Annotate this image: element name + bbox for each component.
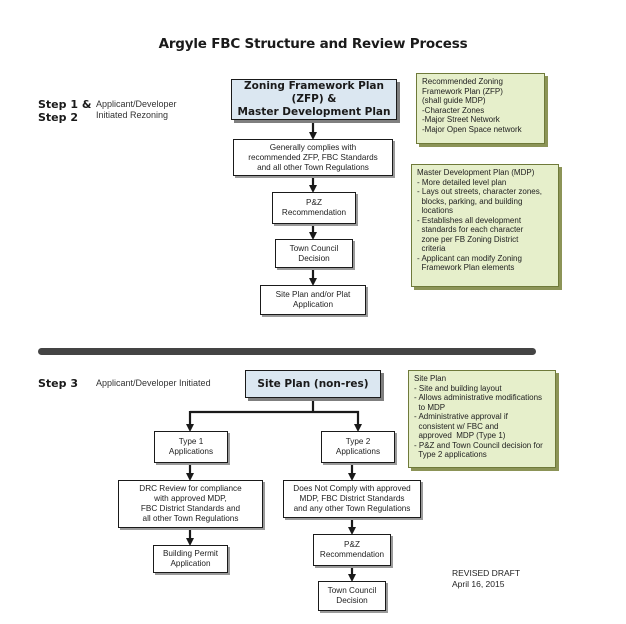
pz-recommendation-box-2: P&Z Recommendation: [313, 534, 391, 566]
note-line: criteria: [417, 244, 446, 253]
initiator-line: Applicant/Developer: [96, 99, 177, 109]
note-line: to MDP: [414, 402, 446, 412]
box-line: Applications: [168, 447, 214, 456]
type2-box: Type 2 Applications: [321, 431, 395, 463]
note-line: - Allows administrative modifications: [414, 393, 543, 402]
note-line: -Major Open Space network: [422, 124, 522, 134]
note-line: -Character Zones: [422, 105, 485, 115]
box-line: Site Plan and/or Plat: [275, 290, 351, 299]
box-line: Application: [292, 300, 334, 309]
box-line: Recommendation: [319, 550, 385, 559]
not-comply-box: Does Not Comply with approved MDP, FBC D…: [283, 480, 421, 518]
note-line: zone per FB Zoning District: [417, 234, 519, 244]
note-mdp-heading: Master Development Plan (MDP): [417, 168, 535, 177]
zfp-mdp-box: Zoning Framework Plan (ZFP) & Master Dev…: [231, 79, 397, 120]
building-permit-box: Building Permit Application: [153, 545, 228, 573]
note-line: Framework Plan elements: [417, 263, 515, 272]
initiator-line: Initiated Rezoning: [96, 110, 169, 120]
note-line: - P&Z and Town Council decision for: [414, 440, 543, 450]
box-line: Building Permit: [162, 549, 219, 558]
note-line: standards for each character: [417, 225, 524, 234]
box-line: Town Council: [327, 586, 377, 595]
note-line: - Establishes all development: [417, 215, 522, 225]
revised-line: REVISED DRAFT: [452, 568, 521, 578]
box-line: Application: [170, 559, 211, 568]
step-1-2-label: Step 1 & Step 2: [38, 98, 91, 124]
note-siteplan-list: - Site and building layout- Allows admin…: [414, 384, 550, 460]
box-line: P&Z: [344, 540, 360, 549]
box-line: Does Not Comply with approved: [293, 484, 411, 493]
box-line: Decision: [298, 253, 330, 263]
step-label-line: Step 1 &: [38, 98, 92, 111]
box-line: and any other Town Regulations: [293, 504, 411, 513]
box-line: with approved MDP,: [154, 494, 227, 503]
note-line: - Applicant can modify Zoning: [417, 253, 522, 263]
siteplan-nonres-box: Site Plan (non-res): [245, 370, 381, 398]
note-line: (shall guide MDP): [422, 96, 486, 105]
box-line: P&Z: [306, 198, 322, 207]
complies-box: Generally complies with recommended ZFP,…: [233, 139, 393, 176]
initiator-step3: Applicant/Developer Initiated: [96, 378, 211, 388]
box-line: Type 2: [345, 437, 371, 446]
note-line: approved MDP (Type 1): [414, 431, 506, 440]
box-line: Applications: [335, 447, 381, 456]
note-line: - Administrative approval if: [414, 412, 508, 421]
box-line: MDP, FBC District Standards: [299, 494, 405, 503]
box-line: and all other Town Regulations: [257, 162, 369, 172]
note-line: Framework Plan (ZFP): [422, 86, 503, 96]
note-line: -Major Street Network: [422, 115, 500, 124]
town-council-box-2: Town Council Decision: [318, 581, 386, 611]
note-line: Recommended Zoning: [422, 77, 503, 86]
siteplan-plat-box: Site Plan and/or Plat Application: [260, 285, 366, 315]
note-line: - Lays out streets, character zones,: [417, 187, 542, 196]
note-siteplan: Site Plan - Site and building layout- Al…: [408, 370, 556, 468]
note-mdp-list: - More detailed level plan- Lays out str…: [417, 178, 553, 273]
box-line: FBC District Standards and: [140, 504, 241, 513]
step-label-line: Step 2: [38, 111, 78, 124]
box-line: Master Development Plan: [237, 106, 391, 118]
box-line: Type 1: [178, 437, 204, 446]
type1-box: Type 1 Applications: [154, 431, 228, 463]
note-line: consistent w/ FBC and: [414, 421, 499, 431]
box-line: Recommendation: [281, 208, 347, 217]
revised-draft-label: REVISED DRAFT April 16, 2015: [452, 568, 520, 590]
note-line: - Site and building layout: [414, 383, 502, 393]
note-line: Type 2 applications: [414, 450, 487, 459]
town-council-box: Town Council Decision: [275, 239, 353, 268]
page-title: Argyle FBC Structure and Review Process: [158, 36, 468, 52]
step-3-label: Step 3: [38, 377, 78, 390]
note-mdp: Master Development Plan (MDP) - More det…: [411, 164, 559, 287]
box-line: all other Town Regulations: [142, 514, 239, 523]
box-line: Decision: [336, 596, 368, 605]
section-divider: [38, 348, 536, 355]
drc-review-box: DRC Review for compliance with approved …: [118, 480, 263, 528]
revised-date: April 16, 2015: [452, 579, 505, 589]
box-line: DRC Review for compliance: [139, 484, 242, 493]
note-line: locations: [417, 206, 454, 215]
note-line: blocks, parking, and building: [417, 196, 523, 206]
box-line: Zoning Framework Plan (ZFP) &: [244, 80, 384, 105]
box-line: Town Council: [289, 243, 339, 253]
pz-recommendation-box: P&Z Recommendation: [272, 192, 356, 224]
box-line: recommended ZFP, FBC Standards: [248, 152, 378, 162]
initiator-rezoning: Applicant/Developer Initiated Rezoning: [96, 99, 177, 121]
note-line: - More detailed level plan: [417, 177, 507, 187]
note-siteplan-heading: Site Plan: [414, 374, 447, 383]
box-line: Generally complies with: [269, 142, 357, 152]
